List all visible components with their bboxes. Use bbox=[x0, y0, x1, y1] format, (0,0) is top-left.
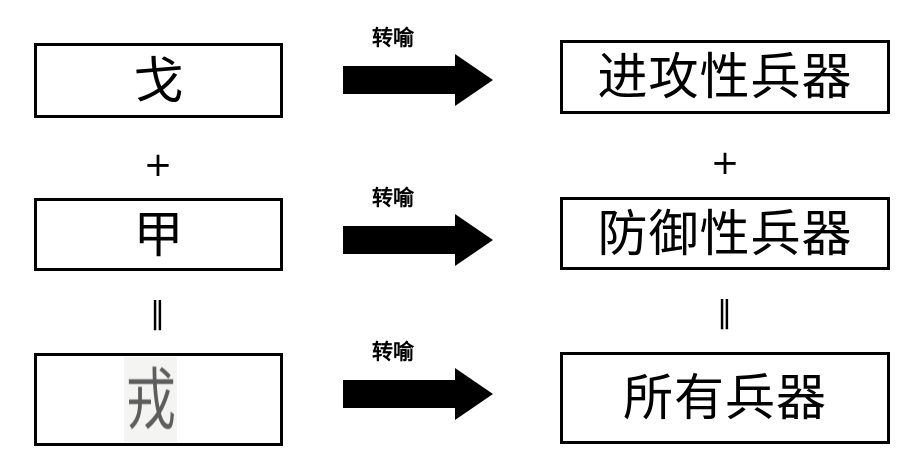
target-phrase-row-3: 所有兵器 bbox=[623, 369, 827, 427]
target-phrase-row-1: 进攻性兵器 bbox=[597, 48, 853, 106]
arrow-label-row-2: 转喻 bbox=[372, 186, 414, 210]
metonymy-arrow-row-2: 转喻 bbox=[338, 188, 498, 266]
source-character-row-2: 甲 bbox=[133, 205, 184, 264]
right-arrow-icon bbox=[343, 368, 493, 420]
arrow-label-row-3: 转喻 bbox=[372, 340, 414, 364]
target-box-row-1: 进攻性兵器 bbox=[560, 40, 890, 114]
right-separator-plus-1: + bbox=[710, 143, 740, 183]
left-separator-equals-2: ‖ bbox=[150, 296, 166, 331]
target-phrase-row-2: 防御性兵器 bbox=[597, 204, 853, 263]
source-box-row-2: 甲 bbox=[34, 198, 283, 271]
source-character-row-1: 戈 bbox=[133, 51, 184, 110]
metonymy-arrow-row-1: 转喻 bbox=[338, 28, 498, 106]
metonymy-arrow-row-3: 转喻 bbox=[338, 342, 498, 420]
target-box-row-2: 防御性兵器 bbox=[560, 197, 890, 270]
target-box-row-3: 所有兵器 bbox=[560, 352, 890, 444]
source-character-row-3: 戎 bbox=[125, 360, 176, 440]
source-box-row-1: 戈 bbox=[34, 43, 283, 118]
right-separator-equals-2: ‖ bbox=[717, 295, 733, 330]
seal-script-image-row-3: 戎 bbox=[124, 357, 177, 442]
right-arrow-icon bbox=[343, 54, 493, 106]
left-separator-plus-1: + bbox=[143, 145, 173, 185]
arrow-label-row-1: 转喻 bbox=[372, 26, 414, 50]
right-arrow-icon bbox=[343, 214, 493, 266]
